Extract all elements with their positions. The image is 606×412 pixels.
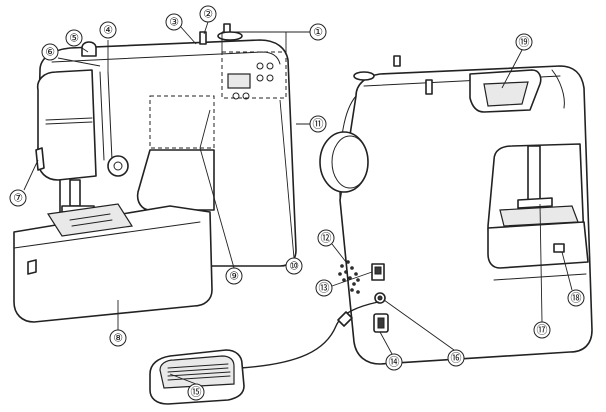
callout-6: ⑥: [41, 43, 59, 61]
vent-grille: [338, 260, 360, 294]
rear-view-machine: [319, 55, 593, 365]
callout-17-label: ⑰: [537, 324, 548, 337]
callout-16-label: ⑯: [451, 352, 462, 365]
needle-plate: [46, 203, 134, 237]
callout-19-label: ⑲: [519, 36, 530, 49]
callout-7: ⑦: [9, 189, 27, 207]
needle-bar: [69, 179, 81, 207]
callout-4-label: ④: [103, 24, 113, 37]
callout-5-label: ⑤: [69, 32, 79, 45]
callout-10-label: ⑩: [289, 260, 299, 273]
power-cord-jack-hole: [377, 317, 385, 329]
callout-6-label: ⑥: [45, 46, 55, 59]
stitch-dial-center: [113, 161, 123, 171]
feed-dog-switch: [553, 243, 565, 253]
callout-11-label: ⑪: [313, 118, 324, 131]
callout-17: ⑰: [533, 321, 551, 339]
handwheel-rim: [331, 135, 369, 189]
rear-base-edge: [493, 273, 587, 281]
bobbin-winder-spindle: [199, 31, 207, 45]
thread-cutter: [35, 147, 45, 171]
callout-3-label: ③: [169, 16, 179, 29]
callout-13-label: ⑬: [319, 282, 330, 295]
callout-8: ⑧: [109, 329, 127, 347]
control-panel-area: [221, 51, 287, 99]
rear-spool-pin: [393, 55, 401, 67]
callout-12: ⑫: [317, 229, 335, 247]
callout-12-label: ⑫: [321, 232, 332, 245]
callout-11: ⑪: [309, 115, 327, 133]
callout-8-label: ⑧: [113, 332, 123, 345]
panel-button: [232, 92, 240, 100]
arm-opening: [136, 149, 215, 211]
foot-pedal-top: [159, 355, 235, 389]
callout-1-label: ①: [313, 26, 323, 39]
pattern-window: [149, 95, 215, 149]
stitch-dial: [107, 155, 129, 177]
callout-5: ⑤: [65, 29, 83, 47]
face-plate: [36, 69, 97, 181]
feed-dog-lines: [69, 213, 113, 227]
rear-spool-pin-2: [425, 79, 433, 95]
callout-2-label: ②: [203, 8, 213, 21]
callout-15: ⑮: [187, 383, 205, 401]
callout-2: ②: [199, 5, 217, 23]
foot-controller-assembly: [149, 301, 379, 405]
callout-15-label: ⑮: [191, 386, 202, 399]
panel-button: [266, 74, 274, 82]
callout-16: ⑯: [447, 349, 465, 367]
panel-button: [242, 92, 250, 100]
foot-controller-jack-hole: [377, 295, 383, 301]
callout-13: ⑬: [315, 279, 333, 297]
thread-groove: [99, 71, 113, 161]
callout-3: ③: [165, 13, 183, 31]
pedal-ridges: [167, 363, 231, 381]
accessory-latch: [27, 259, 37, 275]
power-switch-rocker: [374, 266, 382, 275]
callout-1: ①: [309, 23, 327, 41]
lcd-display: [227, 73, 251, 89]
rear-needle-bar: [527, 145, 541, 201]
cord-plug: [337, 311, 353, 327]
front-view-machine: [13, 23, 297, 323]
panel-button: [266, 62, 274, 70]
callout-19: ⑲: [515, 33, 533, 51]
callout-14-label: ⑭: [389, 356, 400, 369]
callout-18-label: ⑱: [571, 292, 582, 305]
flat-bed-top-edge: [13, 221, 201, 249]
callout-10: ⑩: [285, 257, 303, 275]
callout-9: ⑨: [225, 267, 243, 285]
leader-lines: [23, 21, 573, 385]
rear-spool-disk: [353, 71, 375, 81]
panel-button: [256, 74, 264, 82]
callout-9-label: ⑨: [229, 270, 239, 283]
callout-18: ⑱: [567, 289, 585, 307]
thread-guide-top: [81, 41, 97, 57]
callout-4: ④: [99, 21, 117, 39]
handle-grip: [483, 81, 529, 107]
callout-7-label: ⑦: [13, 192, 23, 205]
rear-free-arm: [487, 221, 589, 269]
face-plate-detail: [45, 117, 93, 125]
rear-presser-foot: [517, 197, 553, 209]
panel-button: [256, 62, 264, 70]
callout-14: ⑭: [385, 353, 403, 371]
front-machine-top-edge: [51, 51, 281, 65]
rear-thread-lever: [551, 69, 565, 109]
